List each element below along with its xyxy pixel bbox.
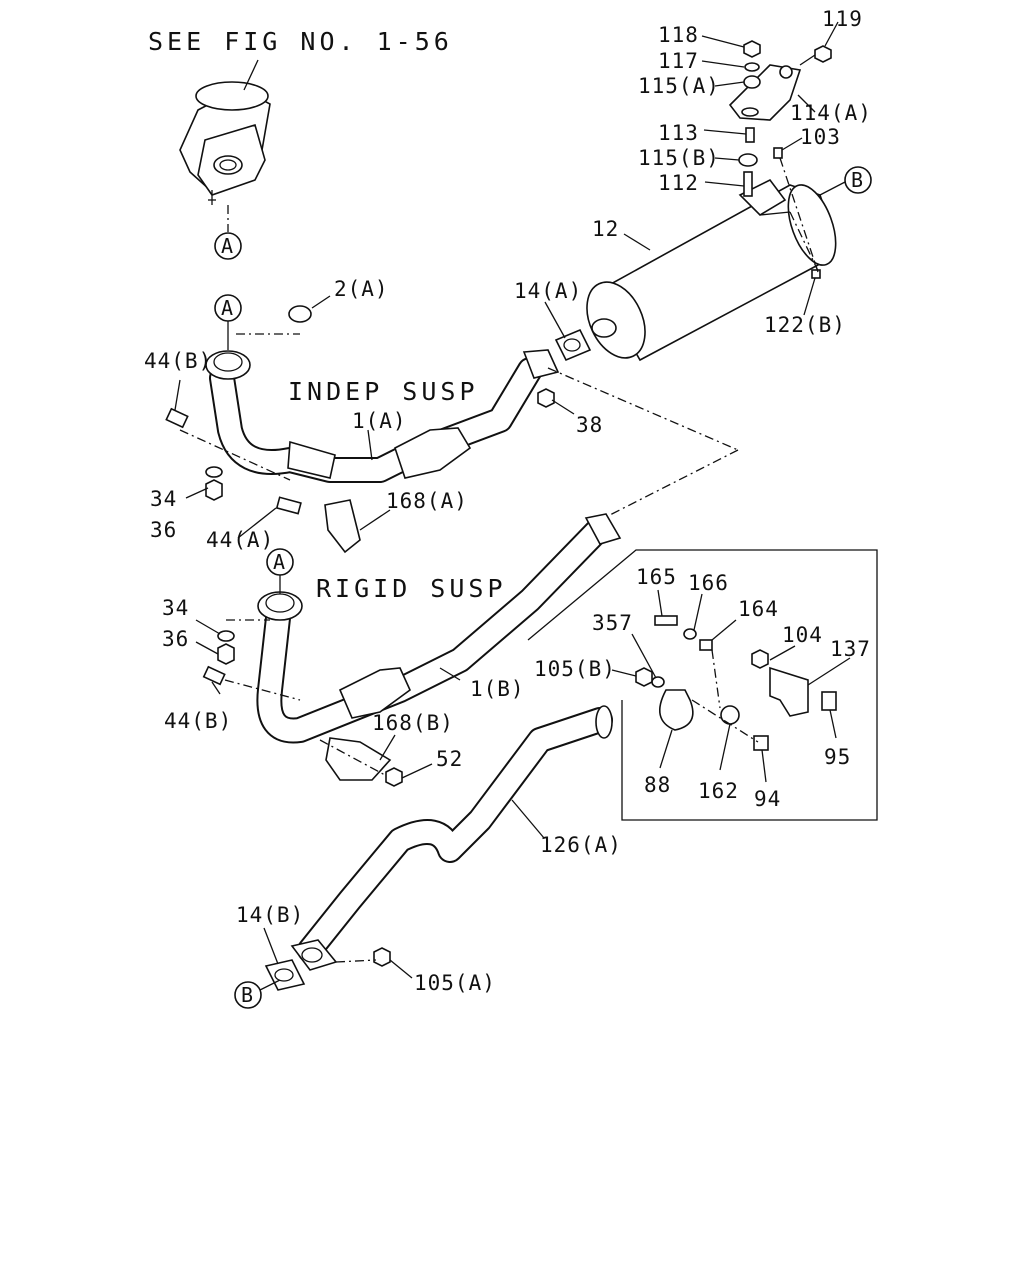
label-88: 88 (644, 773, 671, 797)
clamp-88 (658, 689, 694, 731)
nut-119 (814, 45, 832, 63)
label-119: 119 (822, 7, 863, 31)
label-168b: 168(B) (372, 711, 454, 735)
svg-text:A: A (221, 296, 233, 320)
bolt-112 (743, 171, 753, 197)
bolt-103 (773, 147, 783, 159)
label-44a: 44(A) (206, 528, 274, 552)
indep-susp-label: INDEP SUSP (288, 377, 479, 406)
bolt-44b-low (202, 665, 226, 686)
ref-circle-a-top: A (214, 232, 242, 260)
label-94: 94 (754, 787, 781, 811)
label-36-top: 36 (150, 518, 177, 542)
label-36-low: 36 (162, 627, 189, 651)
label-44b-low: 44(B) (164, 709, 232, 733)
washer-357 (651, 676, 665, 688)
leader-lines (174, 21, 851, 979)
washer-166 (683, 628, 697, 640)
spacer-113 (745, 127, 755, 143)
label-117: 117 (658, 49, 699, 73)
nut-104 (751, 649, 769, 669)
label-105b: 105(B) (534, 657, 616, 681)
hanger-bracket-114a (728, 64, 802, 121)
cap-2a (288, 295, 331, 323)
part-labels: 118 119 117 115(A) 114(A) 113 103 115(B)… (144, 7, 872, 995)
label-118: 118 (658, 23, 699, 47)
insulator-115a (743, 75, 761, 89)
nut-105a (373, 947, 391, 967)
washer-34-low (217, 630, 235, 642)
svg-text:B: B (851, 168, 863, 192)
label-105a: 105(A) (414, 971, 496, 995)
label-126a: 126(A) (540, 833, 622, 857)
gasket-14a (554, 328, 592, 362)
bolt-165 (654, 615, 678, 626)
ref-circle-a-indep: A (214, 294, 242, 350)
bolt-95 (821, 691, 837, 711)
nut-36-top (205, 479, 223, 501)
label-112: 112 (658, 171, 699, 195)
label-104: 104 (782, 623, 823, 647)
label-165: 165 (636, 565, 677, 589)
nut-105b (635, 667, 653, 687)
label-52: 52 (436, 747, 463, 771)
label-168a: 168(A) (386, 489, 468, 513)
label-38: 38 (576, 413, 603, 437)
ref-circle-a-rigid: A (266, 548, 294, 594)
bracket-168a (324, 499, 361, 554)
muffler (586, 178, 837, 362)
washer-34-top (205, 466, 223, 478)
label-166: 166 (688, 571, 729, 595)
svg-text:A: A (273, 550, 285, 574)
clamp-detail-inset (527, 549, 878, 821)
ref-circle-b-bottom: B (234, 979, 281, 1009)
ref-circle-b-top: B (819, 166, 872, 196)
bracket-137 (769, 666, 809, 717)
label-12: 12 (592, 217, 619, 241)
label-357: 357 (592, 611, 633, 635)
label-34-top: 34 (150, 487, 177, 511)
exhaust-manifold (179, 59, 271, 232)
exhaust-pipe-1b (256, 513, 622, 744)
nut-36-low (217, 643, 235, 665)
spacer-164 (699, 639, 713, 651)
label-103: 103 (800, 125, 841, 149)
nut-52 (385, 767, 403, 787)
label-95: 95 (824, 745, 851, 769)
label-1b: 1(B) (470, 677, 525, 701)
label-137: 137 (830, 637, 871, 661)
label-114a: 114(A) (790, 101, 872, 125)
rigid-susp-label: RIGID SUSP (316, 574, 507, 603)
svg-text:A: A (221, 234, 233, 258)
washer-117 (744, 62, 760, 72)
svg-text:B: B (241, 983, 253, 1007)
label-115b: 115(B) (638, 146, 720, 170)
label-164: 164 (738, 597, 779, 621)
label-14a: 14(A) (514, 279, 582, 303)
nut-38 (537, 388, 555, 408)
insulator-162 (720, 705, 740, 725)
label-1a: 1(A) (352, 409, 407, 433)
exhaust-pipe-1a (205, 349, 560, 483)
label-113: 113 (658, 121, 699, 145)
label-14b: 14(B) (236, 903, 304, 927)
label-2a: 2(A) (334, 277, 389, 301)
bolt-44a (275, 496, 302, 515)
label-162: 162 (698, 779, 739, 803)
label-44b-top: 44(B) (144, 349, 212, 373)
bolt-44b-top (165, 407, 189, 429)
gasket-14b (264, 959, 306, 991)
label-122b: 122(B) (764, 313, 846, 337)
insulator-115b (738, 153, 758, 167)
see-figure-reference: SEE FIG NO. 1-56 (148, 27, 453, 56)
label-115a: 115(A) (638, 74, 720, 98)
label-34-low: 34 (162, 596, 189, 620)
nut-118 (743, 40, 761, 58)
bolt-94 (753, 735, 769, 751)
